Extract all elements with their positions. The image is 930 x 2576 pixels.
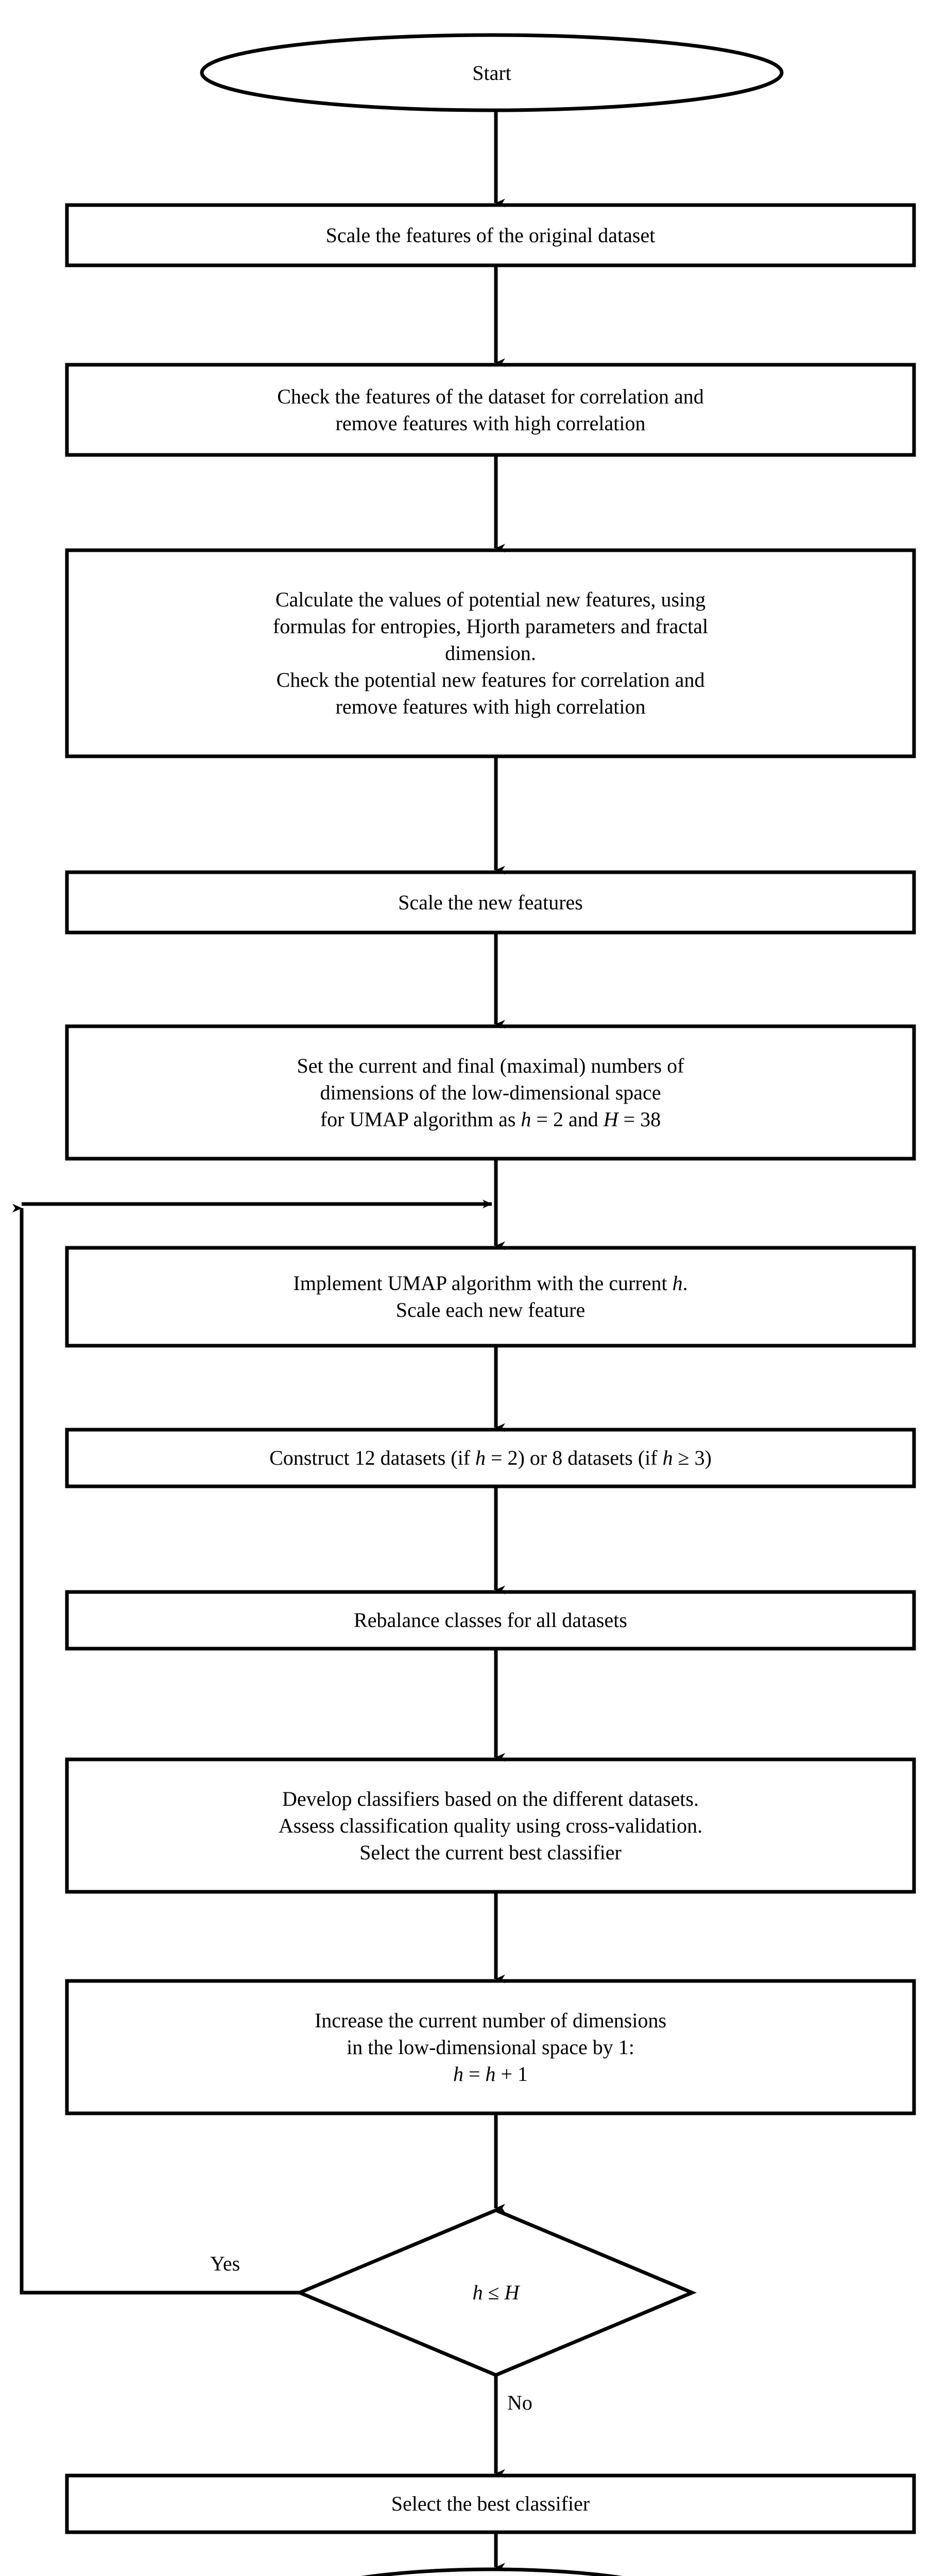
node-select-best-classifier-shape xyxy=(65,2473,916,2534)
edge-label-yes: Yes xyxy=(210,2252,240,2275)
node-scale-original-shape xyxy=(65,203,916,267)
node-end-shape xyxy=(361,2567,623,2576)
node-implement-umap-shape xyxy=(65,1246,916,1348)
node-set-dimensions-shape xyxy=(65,1024,916,1161)
node-decision-shape xyxy=(295,2208,697,2377)
node-construct-datasets-shape xyxy=(65,1428,916,1488)
node-calculate-new-features-shape xyxy=(65,548,916,758)
node-develop-classifiers-shape xyxy=(65,1757,916,1894)
node-check-correlation-shape xyxy=(65,363,916,457)
node-increase-dimensions-shape xyxy=(65,1979,916,2115)
node-start-shape xyxy=(200,33,784,112)
node-scale-new-features-shape xyxy=(65,870,916,935)
edge-decision-yes-feedback xyxy=(12,1204,300,2295)
node-rebalance-classes-shape xyxy=(65,1590,916,1651)
edge-label-no: No xyxy=(507,2391,532,2414)
